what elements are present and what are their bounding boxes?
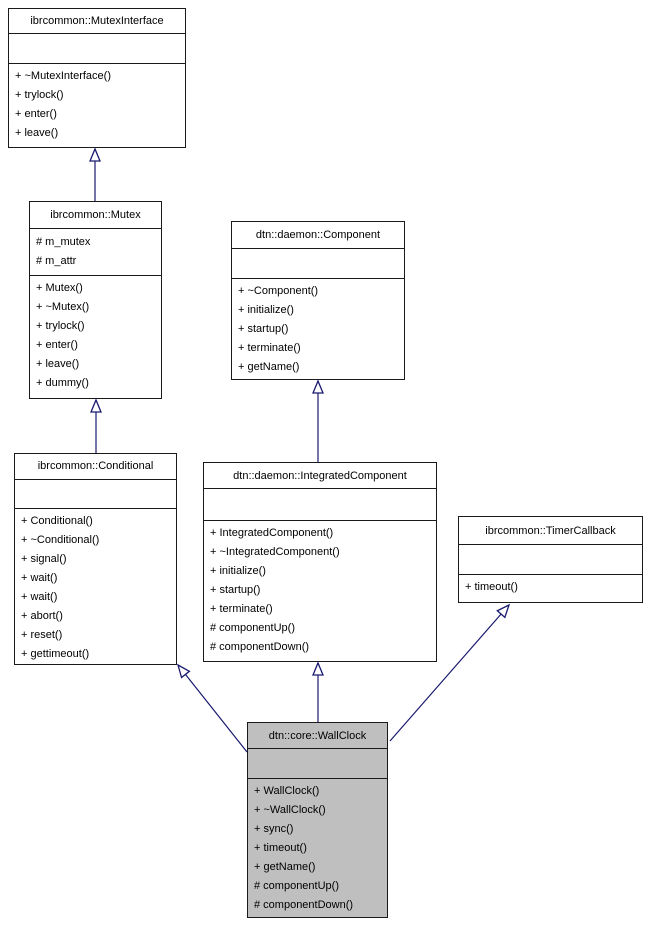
member-row: # componentUp() xyxy=(210,622,295,634)
member-row: + leave() xyxy=(36,358,80,370)
class-title: ibrcommon::Conditional xyxy=(15,454,176,480)
member-row: + ~MutexInterface() xyxy=(15,70,111,82)
class-title: ibrcommon::Mutex xyxy=(30,202,161,229)
member-row: + leave() xyxy=(15,127,59,139)
class-title: ibrcommon::MutexInterface xyxy=(9,9,185,34)
member-row: + WallClock() xyxy=(254,785,320,797)
member-row: + getName() xyxy=(238,361,300,373)
member-row: + getName() xyxy=(254,861,316,873)
member-row: + initialize() xyxy=(238,304,294,316)
class-attributes: # m_mutex # m_attr xyxy=(30,229,161,276)
member-row: + terminate() xyxy=(210,603,273,615)
member-row: + Conditional() xyxy=(21,515,93,527)
class-attributes xyxy=(15,480,176,509)
member-row: + wait() xyxy=(21,572,58,584)
member-row: + ~Conditional() xyxy=(21,534,100,546)
member-row: + wait() xyxy=(21,591,58,603)
class-box-conditional[interactable]: ibrcommon::Conditional + Conditional()+ … xyxy=(14,453,177,665)
member-row: + dummy() xyxy=(36,377,89,389)
class-title: ibrcommon::TimerCallback xyxy=(459,517,642,545)
member-row: + ~Component() xyxy=(238,285,319,297)
class-attributes xyxy=(248,749,387,779)
member-row: # componentDown() xyxy=(210,641,310,653)
class-box-component[interactable]: dtn::daemon::Component + ~Component()+ i… xyxy=(231,221,405,380)
class-methods: + Mutex() + ~Mutex() + trylock() + enter() +… xyxy=(30,276,161,398)
member-row: # m_attr xyxy=(36,255,77,267)
class-methods: + WallClock() + ~WallClock() + sync() + tim… xyxy=(248,779,387,917)
class-box-mutex-interface[interactable]: ibrcommon::MutexInterface + ~MutexInterf… xyxy=(8,8,186,148)
class-box-mutex[interactable]: ibrcommon::Mutex # m_mutex# m_attr + Mut… xyxy=(29,201,162,399)
member-row: + enter() xyxy=(36,339,78,351)
class-attributes xyxy=(9,34,185,64)
member-row: + abort() xyxy=(21,610,63,622)
member-row: + trylock() xyxy=(36,320,85,332)
class-attributes xyxy=(204,489,436,521)
member-row: + terminate() xyxy=(238,342,301,354)
member-row: + reset() xyxy=(21,629,63,641)
member-row: # componentUp() xyxy=(254,880,339,892)
member-row: + gettimeout() xyxy=(21,648,90,660)
class-methods: + Conditional() + ~Conditional() + signal(… xyxy=(15,509,176,664)
member-row: + signal() xyxy=(21,553,67,565)
member-row: + enter() xyxy=(15,108,57,120)
member-row: + trylock() xyxy=(15,89,64,101)
member-row: + Mutex() xyxy=(36,282,83,294)
member-row: + timeout() xyxy=(465,581,518,593)
member-row: + startup() xyxy=(238,323,289,335)
class-attributes xyxy=(232,249,404,279)
member-row: + timeout() xyxy=(254,842,307,854)
arrow-wallclock-to-conditional xyxy=(176,663,248,753)
member-row: # componentDown() xyxy=(254,899,354,911)
class-methods: + IntegratedComponent() + ~IntegratedComp… xyxy=(204,521,436,661)
member-row: + ~Mutex() xyxy=(36,301,90,313)
member-row: + initialize() xyxy=(210,565,266,577)
member-row: + sync() xyxy=(254,823,294,835)
class-attributes xyxy=(459,545,642,575)
class-methods: + ~MutexInterface() + trylock() + enter() +… xyxy=(9,64,185,147)
member-row: + IntegratedComponent() xyxy=(210,527,334,539)
class-methods: + ~Component() + initialize() + startup() +… xyxy=(232,279,404,379)
member-row: + startup() xyxy=(210,584,261,596)
class-box-wallclock[interactable]: dtn::core::WallClock + WallClock()+ ~Wal… xyxy=(247,722,388,918)
class-title: dtn::daemon::Component xyxy=(232,222,404,249)
class-title: dtn::core::WallClock xyxy=(248,723,387,749)
class-methods: + timeout() xyxy=(459,575,642,602)
class-title: dtn::daemon::IntegratedComponent xyxy=(204,463,436,489)
class-box-timer-callback[interactable]: ibrcommon::TimerCallback + timeout() xyxy=(458,516,643,603)
member-row: + ~WallClock() xyxy=(254,804,326,816)
member-row: + ~IntegratedComponent() xyxy=(210,546,340,558)
member-row: # m_mutex xyxy=(36,236,91,248)
class-box-integrated-component[interactable]: dtn::daemon::IntegratedComponent + Integ… xyxy=(203,462,437,662)
